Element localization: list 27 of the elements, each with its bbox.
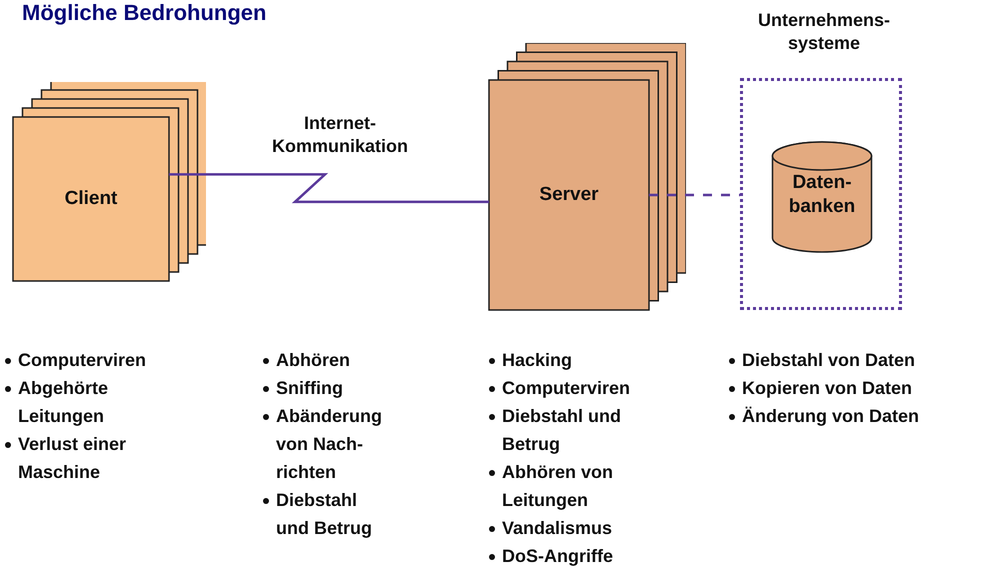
list-item-text: Sniffing — [276, 377, 343, 400]
list-item-text: Computerviren — [18, 349, 146, 372]
list-item-text: Abhören von Leitungen — [502, 461, 614, 512]
list-item-text: Computerviren — [502, 377, 630, 400]
node-label: Server — [539, 183, 599, 207]
connector-line — [649, 194, 740, 196]
edge-label: Internet- Kommunikation — [270, 112, 409, 157]
list-item-text: Hacking — [502, 349, 572, 372]
node-label: Client — [64, 187, 118, 211]
node-label: Daten- banken — [788, 171, 856, 218]
list-item-text: Kopieren von Daten — [742, 377, 912, 400]
list-item-text: Abhören — [276, 349, 350, 372]
page-stack-drawing — [488, 43, 686, 311]
list-item-text: Vandalismus — [502, 517, 612, 540]
heading: Mögliche Bedrohungen — [22, 0, 266, 26]
list-item-text: Abänderung von Nach- richten — [276, 405, 383, 484]
list-item-text: Abgehörte Leitungen — [18, 377, 109, 428]
page-stack-drawing — [12, 82, 206, 282]
database-cylinder — [771, 141, 873, 253]
list-item-text: Änderung von Daten — [742, 405, 920, 428]
connector-line — [169, 173, 489, 204]
list-item-text: Diebstahl und Betrug — [502, 405, 622, 456]
list-item-text: Diebstahl und Betrug — [276, 489, 373, 540]
list-item-text: DoS-Angriffe — [502, 545, 613, 568]
list-item-text: Diebstahl von Daten — [742, 349, 916, 372]
list-item-text: Verlust einer Maschine — [18, 433, 128, 484]
group-heading: Unternehmens- systeme — [756, 9, 892, 54]
